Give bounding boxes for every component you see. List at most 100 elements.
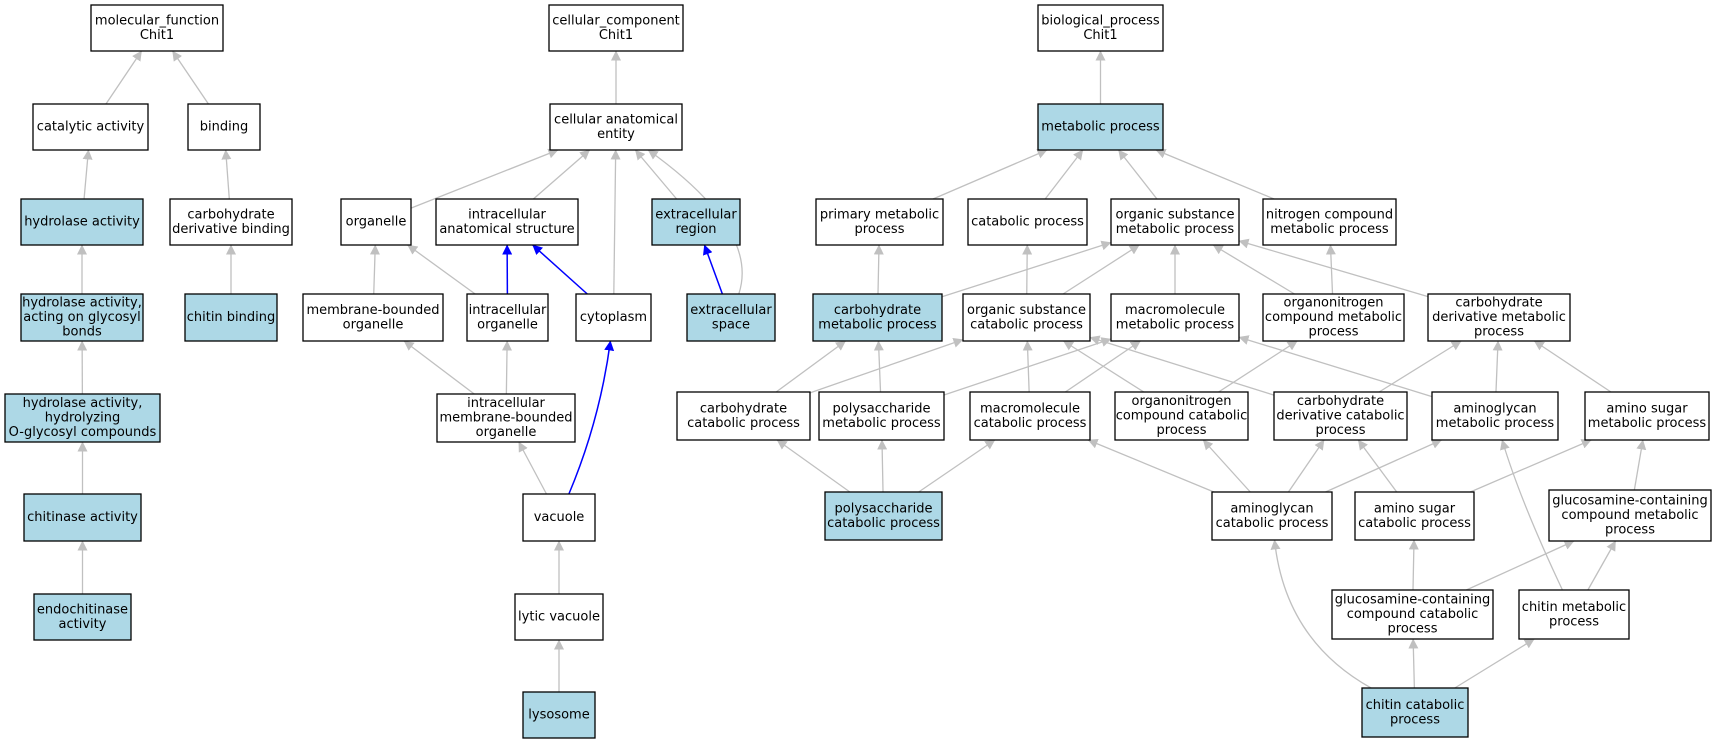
edge-amino-sugar-cat-to-amino-sugar-met: [1470, 439, 1592, 493]
node-label: catabolic process: [687, 416, 800, 431]
node-label: metabolic process: [1270, 222, 1389, 237]
node-box: [436, 393, 576, 443]
node-lytic-vacuole[interactable]: lytic vacuole: [514, 593, 604, 641]
edge-chitin-cat-to-glucosamine-cat: [1408, 638, 1419, 689]
node-label: process: [1390, 712, 1440, 727]
node-vacuole[interactable]: vacuole: [522, 493, 596, 542]
node-organelle[interactable]: organelle: [340, 198, 412, 246]
node-label: Chit1: [140, 28, 174, 43]
node-box: [23, 493, 142, 542]
node-label: carbohydrate: [834, 303, 921, 318]
node-label: process: [855, 222, 905, 237]
node-hydrolase[interactable]: hydrolase activity: [20, 198, 144, 246]
node-label: membrane-bounded: [306, 303, 439, 318]
node-chitin-binding[interactable]: chitin binding: [184, 293, 278, 342]
node-box: [815, 198, 944, 246]
edge-poly-met-to-macro-met: [943, 337, 1112, 396]
edge-poly-cat-to-carb-cat: [776, 439, 851, 493]
node-binding[interactable]: binding: [187, 103, 261, 151]
node-box: [466, 293, 549, 342]
edge-chitin-cat-to-aminoglycan-cat: [1270, 539, 1372, 689]
node-label: catabolic process: [1216, 516, 1329, 531]
edge-vacuole-to-cytoplasm: [568, 340, 615, 495]
node-label: endochitinase: [37, 602, 128, 617]
node-label: catabolic process: [970, 317, 1083, 332]
node-catalytic[interactable]: catalytic activity: [32, 103, 149, 151]
node-label: compound metabolic: [1561, 508, 1698, 523]
edge-extracell-region-to-cae: [634, 149, 678, 200]
node-label: chitin catabolic: [1366, 698, 1465, 713]
node-label: metabolic process: [1436, 416, 1555, 431]
node-box: [1431, 391, 1559, 441]
node-hydrolase-glyc[interactable]: hydrolase activity,acting on glycosylbon…: [20, 293, 144, 342]
edge-cytoplasm-to-cae: [610, 149, 621, 295]
node-label: glucosamine-containing: [1552, 494, 1708, 509]
node-label: cellular_component: [552, 13, 680, 28]
node-catabolic[interactable]: catabolic process: [967, 198, 1088, 246]
node-label: process: [1309, 325, 1359, 340]
node-chitinase[interactable]: chitinase activity: [23, 493, 142, 542]
edge-aminoglycan-cat-to-macro-cat: [1087, 439, 1215, 493]
edge-amino-sugar-met-to-carb-deriv-met: [1533, 340, 1612, 393]
node-label: catabolic process: [974, 416, 1087, 431]
edge-orgn-cat-to-org-sub-cat: [1063, 340, 1145, 393]
node-cytoplasm[interactable]: cytoplasm: [575, 293, 652, 342]
edges-layer: [77, 50, 1647, 692]
edge-carb-deriv-binding-to-binding: [221, 149, 232, 200]
edge-carb-cat-to-org-sub-cat: [809, 338, 964, 394]
node-box: [514, 593, 604, 641]
edge-hydrolase-to-catalytic: [82, 149, 93, 200]
node-lysosome[interactable]: lysosome: [522, 691, 596, 739]
edge-carb-deriv-cat-to-org-sub-cat: [1089, 335, 1275, 396]
node-label: process: [1316, 423, 1366, 438]
node-box: [1273, 391, 1408, 441]
node-metabolic[interactable]: metabolic process: [1037, 103, 1164, 151]
node-box: [1548, 489, 1712, 542]
node-hydrolase-oglyc[interactable]: hydrolase activity,hydrolyzingO-glycosyl…: [4, 393, 161, 443]
node-box: [4, 393, 161, 443]
node-box: [1361, 687, 1469, 738]
node-box: [686, 293, 776, 342]
edge-aminoglycan-cat-to-carb-deriv-cat: [1287, 439, 1325, 493]
edge-cytoplasm-to-ias: [532, 244, 588, 295]
node-box: [1110, 293, 1240, 342]
node-label: organic substance: [967, 303, 1086, 318]
node-box: [824, 491, 943, 541]
node-box: [548, 4, 684, 52]
